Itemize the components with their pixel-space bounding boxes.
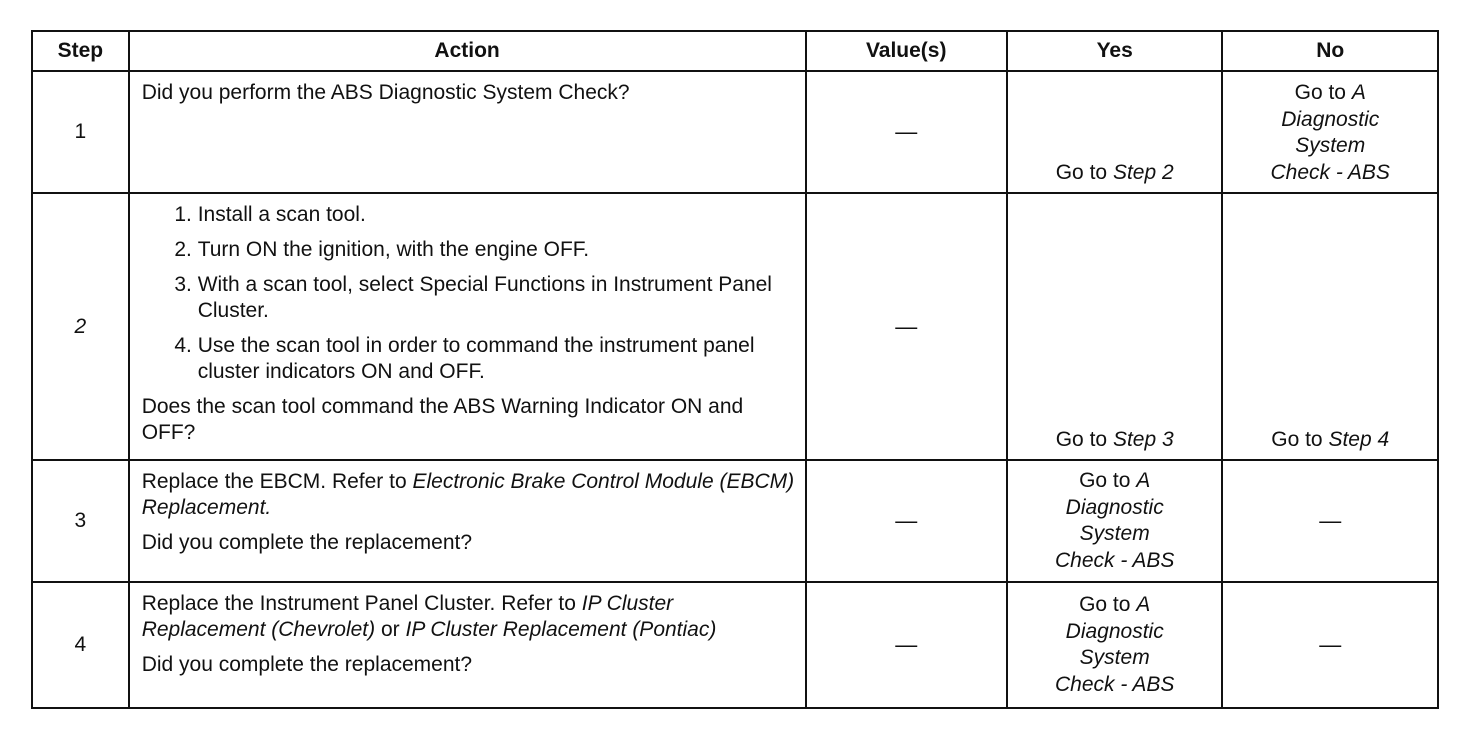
value-cell: — <box>804 70 1008 194</box>
header-action: Action <box>127 30 807 72</box>
action-text: Replace the EBCM. Refer to <box>141 470 407 493</box>
list-item: Turn ON the ignition, with the engine OF… <box>198 237 795 263</box>
no-reference-link[interactable]: Step 4 <box>1328 427 1390 451</box>
list-item: Install a scan tool. <box>198 202 795 228</box>
yes-reference-link[interactable]: A <box>1136 469 1151 492</box>
table-row: 1 Did you perform the ABS Diagnostic Sys… <box>31 70 1439 194</box>
action-instruction: Replace the Instrument Panel Cluster. Re… <box>142 591 795 643</box>
step-number: 2 <box>31 192 130 461</box>
no-prefix: Go to <box>1271 427 1323 451</box>
header-step: Step <box>31 30 130 72</box>
header-row: Step Action Value(s) Yes No <box>31 30 1439 72</box>
action-question: Did you complete the replacement? <box>141 531 473 554</box>
no-reference-link[interactable]: System <box>1295 134 1366 157</box>
yes-cell: Go to Step 2 <box>1005 70 1224 194</box>
step-number: 3 <box>31 459 130 583</box>
value-cell: — <box>804 192 1008 461</box>
no-cell: Go to A Diagnostic System Check - ABS <box>1221 70 1439 194</box>
header-no: No <box>1221 30 1439 72</box>
value-cell: — <box>804 581 1008 709</box>
no-cell: Go to Step 4 <box>1221 192 1439 461</box>
yes-reference-link[interactable]: Diagnostic <box>1065 495 1164 519</box>
action-instruction: Replace the EBCM. Refer to Electronic Br… <box>142 469 795 521</box>
action-text: or <box>380 618 400 641</box>
table-row: 2 Install a scan tool. Turn ON the ignit… <box>31 192 1439 461</box>
table-row: 3 Replace the EBCM. Refer to Electronic … <box>31 459 1439 583</box>
action-cell: Did you perform the ABS Diagnostic Syste… <box>127 70 807 194</box>
yes-reference-link[interactable]: Step 2 <box>1112 160 1174 184</box>
table-row: 4 Replace the Instrument Panel Cluster. … <box>31 581 1439 709</box>
action-question: Did you perform the ABS Diagnostic Syste… <box>141 81 630 104</box>
action-reference-link[interactable]: IP Cluster Replacement (Pontiac) <box>405 618 717 641</box>
action-question: Did you complete the replacement? <box>141 653 473 676</box>
action-reference-link[interactable]: Electronic Brake Control Module (EBCM) R… <box>141 470 795 519</box>
list-item: With a scan tool, select Special Functio… <box>198 272 795 324</box>
yes-prefix: Go to <box>1079 469 1131 492</box>
yes-reference-link[interactable]: Step 3 <box>1112 427 1174 451</box>
yes-prefix: Go to <box>1079 593 1131 616</box>
no-reference-link[interactable]: A <box>1351 81 1366 104</box>
yes-reference-link[interactable]: System <box>1079 522 1150 545</box>
no-cell: — <box>1221 459 1439 583</box>
yes-prefix: Go to <box>1055 160 1108 184</box>
value-cell: — <box>804 459 1008 583</box>
list-item: Use the scan tool in order to command th… <box>198 333 795 385</box>
action-step-list: Install a scan tool. Turn ON the ignitio… <box>142 202 795 385</box>
step-number: 4 <box>31 581 130 709</box>
header-yes: Yes <box>1005 30 1224 72</box>
yes-reference-link[interactable]: A <box>1136 593 1151 616</box>
yes-cell: Go to A Diagnostic System Check - ABS <box>1005 581 1224 709</box>
action-cell: Replace the EBCM. Refer to Electronic Br… <box>127 459 807 583</box>
diagnostic-table: Step Action Value(s) Yes No 1 Did you pe… <box>31 30 1439 709</box>
no-prefix: Go to <box>1294 81 1346 104</box>
yes-reference-link[interactable]: Check - ABS <box>1054 548 1175 572</box>
action-question: Does the scan tool command the ABS Warni… <box>141 395 744 444</box>
yes-cell: Go to Step 3 <box>1005 192 1224 461</box>
action-text: Replace the Instrument Panel Cluster. Re… <box>141 592 576 615</box>
yes-prefix: Go to <box>1055 427 1108 451</box>
action-cell: Install a scan tool. Turn ON the ignitio… <box>127 192 807 461</box>
action-reference-link[interactable]: IP Cluster Replacement (Chevrolet) <box>141 592 674 641</box>
no-cell: — <box>1221 581 1439 709</box>
no-reference-link[interactable]: Diagnostic <box>1281 107 1380 131</box>
step-number: 1 <box>31 70 130 194</box>
header-values: Value(s) <box>804 30 1008 72</box>
yes-reference-link[interactable]: Diagnostic <box>1065 619 1164 643</box>
yes-reference-link[interactable]: System <box>1079 646 1150 669</box>
action-cell: Replace the Instrument Panel Cluster. Re… <box>127 581 807 709</box>
yes-reference-link[interactable]: Check - ABS <box>1054 672 1175 696</box>
no-reference-link[interactable]: Check - ABS <box>1270 160 1390 184</box>
yes-cell: Go to A Diagnostic System Check - ABS <box>1005 459 1224 583</box>
